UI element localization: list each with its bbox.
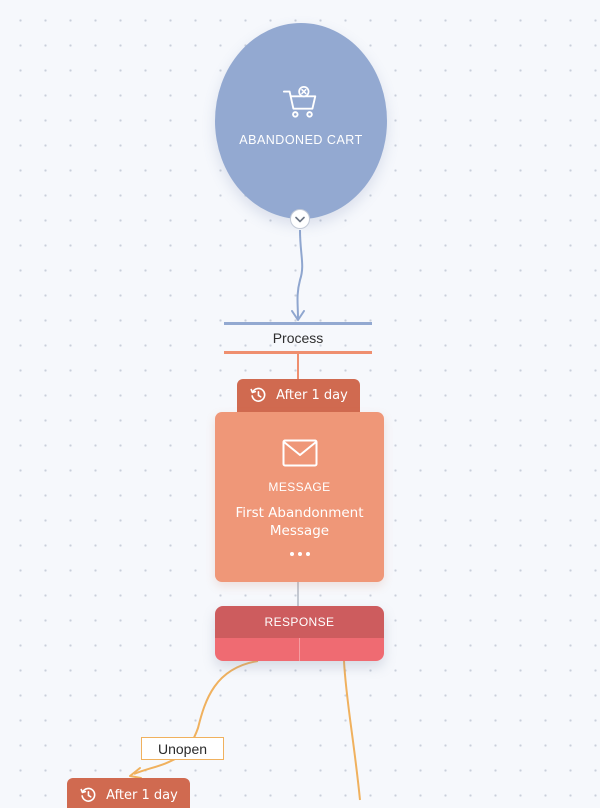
response-branch-left[interactable] — [215, 638, 299, 661]
trigger-node[interactable]: ABANDONED CART — [215, 23, 387, 219]
process-divider-top — [224, 322, 372, 325]
right-branch-connector — [343, 660, 361, 801]
chevron-down-icon — [295, 216, 305, 222]
message-card[interactable]: MESSAGE First Abandonment Message — [215, 412, 384, 582]
process-divider-bottom — [224, 351, 372, 354]
trigger-connector-arrow — [291, 310, 305, 321]
expand-toggle-button[interactable] — [290, 209, 310, 229]
history-clock-icon — [250, 387, 266, 402]
process-label: Process — [272, 330, 324, 346]
response-label: RESPONSE — [215, 606, 384, 638]
more-options-icon[interactable] — [289, 552, 310, 556]
response-branch-right[interactable] — [299, 638, 384, 661]
history-clock-icon — [80, 787, 96, 802]
message-title: First Abandonment Message — [235, 505, 364, 539]
response-branches — [215, 638, 384, 661]
trigger-label: ABANDONED CART — [239, 133, 363, 147]
envelope-icon — [282, 439, 317, 467]
response-node[interactable]: RESPONSE — [215, 606, 384, 661]
next-delay-label: After 1 day — [106, 788, 178, 803]
trigger-connector — [296, 229, 304, 319]
cart-remove-icon — [282, 85, 317, 118]
branch-label-unopen: Unopen — [141, 737, 224, 760]
card-type-label: MESSAGE — [268, 480, 331, 494]
delay-label: After 1 day — [276, 387, 348, 403]
left-branch-arrow — [129, 767, 142, 779]
next-delay-badge[interactable]: After 1 day — [67, 778, 190, 808]
delay-badge[interactable]: After 1 day — [237, 379, 360, 415]
